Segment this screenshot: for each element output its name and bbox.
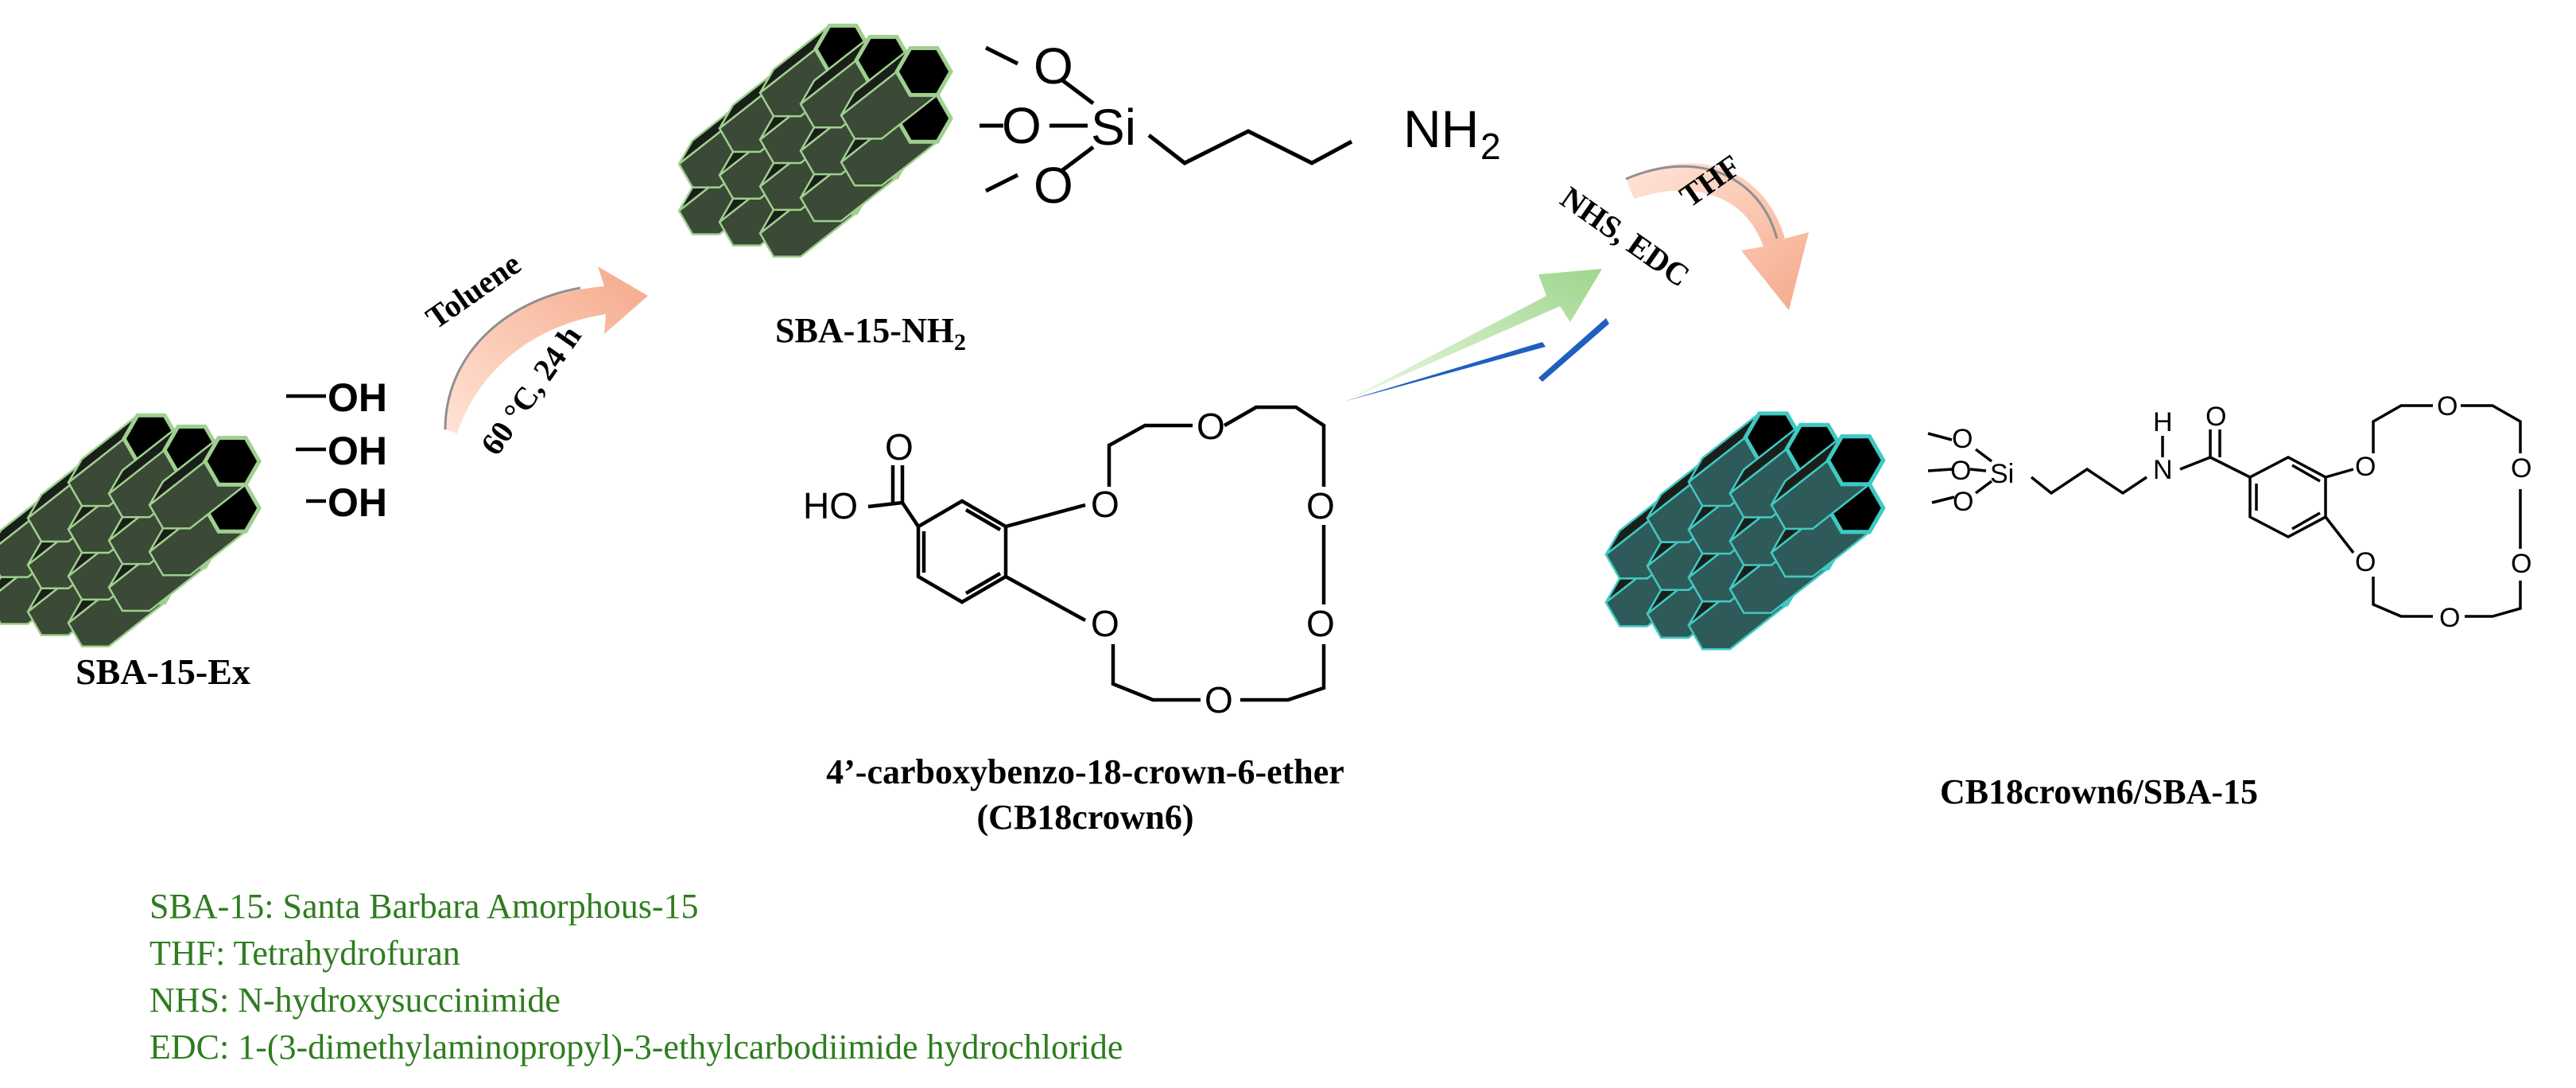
legend-item-edc: EDC: 1-(3-dimethylaminopropyl)-3-ethylca… [149, 1028, 1123, 1067]
crown-carbonyl-o: O [885, 426, 914, 468]
oh-label-1: OH [328, 375, 387, 420]
product-carbonyl-o: O [2206, 402, 2226, 432]
oh-label-2: OH [328, 429, 387, 473]
product-o-2: O [1950, 456, 1971, 486]
crown-o-4: O [1306, 485, 1335, 527]
aminopropyl-silane [980, 45, 1353, 193]
step2-arrow [1625, 163, 1809, 310]
silica-pore-opening [894, 46, 953, 97]
product-crown-o-5: O [2511, 549, 2531, 579]
product-o-3: O [1953, 487, 1973, 517]
silica-pore-opening [1825, 434, 1886, 487]
product-o-1: O [1952, 424, 1973, 454]
oh-label-3: OH [328, 480, 387, 525]
crown-o-6: O [1205, 679, 1233, 721]
silica-pore-opening [203, 436, 262, 487]
sba-nh2-label: SBA-15-NH2 [775, 311, 966, 356]
amine-subscript: 2 [1480, 126, 1501, 167]
product-crown-o-6: O [2439, 603, 2460, 633]
product-crown-o-4: O [2511, 453, 2531, 484]
amine-nh: NH [1403, 99, 1479, 158]
sba-nh2-label-main: SBA-15-NH [775, 311, 954, 350]
hydroxyl-groups [286, 394, 326, 503]
product-n: N [2153, 455, 2173, 485]
abbreviation-legend: SBA-15: Santa Barbara Amorphous-15 THF: … [149, 883, 1123, 1071]
cb18crown6-structure [867, 405, 1326, 702]
sba15-nh2-particle [677, 23, 953, 258]
silane-si: Si [1091, 99, 1136, 156]
silane-o-1: O [1034, 37, 1073, 95]
silane-o-3: O [1034, 157, 1073, 214]
crown-o-2: O [1091, 603, 1119, 644]
cb18crown6-sba15-particle [1604, 411, 1886, 651]
product-si: Si [1990, 459, 2014, 489]
product-crown-o-1: O [2355, 452, 2376, 482]
silane-o-2: O [1002, 97, 1042, 154]
product-crown-o-2: O [2355, 547, 2376, 577]
crown-o-1: O [1091, 484, 1119, 525]
legend-item-sba15: SBA-15: Santa Barbara Amorphous-15 [149, 887, 699, 926]
product-label: CB18crown6/SBA-15 [1940, 772, 2258, 811]
coupling-arrow [1344, 269, 1609, 402]
legend-item-thf: THF: Tetrahydrofuran [149, 934, 460, 973]
sba-nh2-label-sub: 2 [954, 329, 966, 356]
crown-ho: HO [803, 485, 858, 527]
sba15-ex-particle [0, 413, 262, 648]
product-linker [1927, 404, 2522, 618]
product-crown-o-3: O [2437, 391, 2458, 422]
step1-arrow [444, 266, 648, 433]
legend-item-nhs: NHS: N-hydroxysuccinimide [149, 981, 561, 1020]
crown-o-5: O [1306, 603, 1335, 644]
crown-o-3: O [1197, 406, 1225, 447]
product-h: H [2153, 407, 2173, 437]
sba-ex-label: SBA-15-Ex [76, 651, 250, 692]
crown-abbr-label: (CB18crown6) [977, 798, 1194, 837]
crown-name-label: 4’-carboxybenzo-18-crown-6-ether [826, 752, 1344, 791]
